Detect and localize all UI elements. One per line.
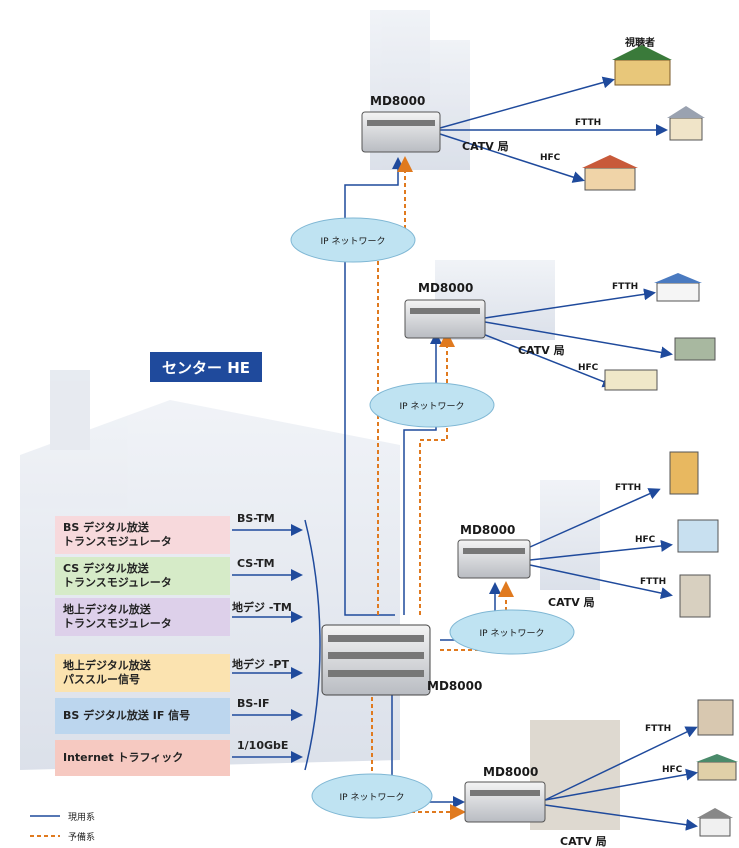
- catv-label: CATV 局: [548, 596, 595, 609]
- legend-lines: [30, 815, 60, 837]
- device-label: MD8000: [483, 765, 538, 779]
- source-line1: CS デジタル放送: [63, 562, 149, 575]
- ip-network-cloud-2: IP ネットワーク: [369, 382, 495, 428]
- source-row-terrestrial-pt: 地上デジタル放送 パススルー信号: [55, 654, 230, 692]
- source-line2: パススルー信号: [63, 673, 140, 686]
- ip-network-label: IP ネットワーク: [480, 628, 545, 639]
- source-line2: トランスモジュレータ: [63, 535, 172, 548]
- signal-label: 地デジ -PT: [232, 658, 289, 671]
- center-he-title: センター HE: [150, 352, 262, 382]
- source-line1: Internet トラフィック: [63, 751, 184, 764]
- device-label: MD8000: [460, 523, 515, 537]
- source-row-terrestrial-tm: 地上デジタル放送 トランスモジュレータ: [55, 598, 230, 636]
- link-label: FTTH: [612, 282, 638, 292]
- catv-label: CATV 局: [560, 835, 607, 848]
- source-row-cs-tm: CS デジタル放送 トランスモジュレータ: [55, 557, 230, 595]
- ip-network-label: IP ネットワーク: [340, 792, 405, 803]
- source-line1: 地上デジタル放送: [63, 603, 151, 616]
- signal-label: 1/10GbE: [237, 739, 289, 752]
- source-line1: BS デジタル放送 IF 信号: [63, 709, 191, 722]
- source-line1: 地上デジタル放送: [63, 659, 151, 672]
- link-label: FTTH: [640, 577, 666, 587]
- md8000-center-device: MD8000: [321, 624, 482, 696]
- signal-label: BS-TM: [237, 512, 275, 525]
- home-icons: [582, 45, 738, 837]
- legend-active: 現用系: [68, 810, 95, 823]
- link-label: HFC: [578, 363, 599, 373]
- md8000-site-1-device: MD8000 CATV 局 視聴者 FTTH HFC: [361, 36, 655, 163]
- signal-label: CS-TM: [237, 557, 275, 570]
- legend-standby: 予備系: [68, 830, 95, 843]
- md8000-site-2-device: MD8000 CATV 局 FTTH HFC: [404, 281, 638, 373]
- catv-label: CATV 局: [462, 140, 509, 153]
- md8000-site-3-device: MD8000 CATV 局 FTTH HFC FTTH: [457, 483, 666, 609]
- ip-network-cloud-4: IP ネットワーク: [311, 773, 433, 819]
- link-label: HFC: [662, 765, 683, 775]
- link-label: HFC: [635, 535, 656, 545]
- legend-standby-label: 予備系: [68, 833, 96, 843]
- device-label: MD8000: [418, 281, 473, 295]
- ip-network-label: IP ネットワーク: [321, 236, 386, 247]
- source-line2: トランスモジュレータ: [63, 576, 172, 589]
- source-row-bs-if: BS デジタル放送 IF 信号: [55, 698, 230, 734]
- source-line1: BS デジタル放送: [63, 521, 149, 534]
- source-row-bs-tm: BS デジタル放送 トランスモジュレータ: [55, 516, 230, 554]
- ip-network-cloud-1: IP ネットワーク: [290, 217, 416, 263]
- link-label: FTTH: [615, 483, 641, 493]
- ip-network-label: IP ネットワーク: [400, 401, 465, 412]
- source-line2: トランスモジュレータ: [63, 617, 172, 630]
- source-row-internet: Internet トラフィック: [55, 740, 230, 776]
- link-label: 視聴者: [624, 36, 655, 49]
- ip-network-cloud-3: IP ネットワーク: [449, 609, 575, 655]
- signal-label: 地デジ -TM: [232, 601, 292, 614]
- link-label: FTTH: [575, 118, 601, 128]
- catv-label: CATV 局: [518, 344, 565, 357]
- legend-active-label: 現用系: [68, 813, 96, 823]
- link-label: FTTH: [645, 724, 671, 734]
- md8000-site-4-device: MD8000 CATV 局 FTTH HFC: [464, 724, 683, 848]
- device-label: MD8000: [370, 94, 425, 108]
- signal-label: BS-IF: [237, 697, 270, 710]
- device-label: MD8000: [427, 679, 482, 693]
- link-label: HFC: [540, 153, 561, 163]
